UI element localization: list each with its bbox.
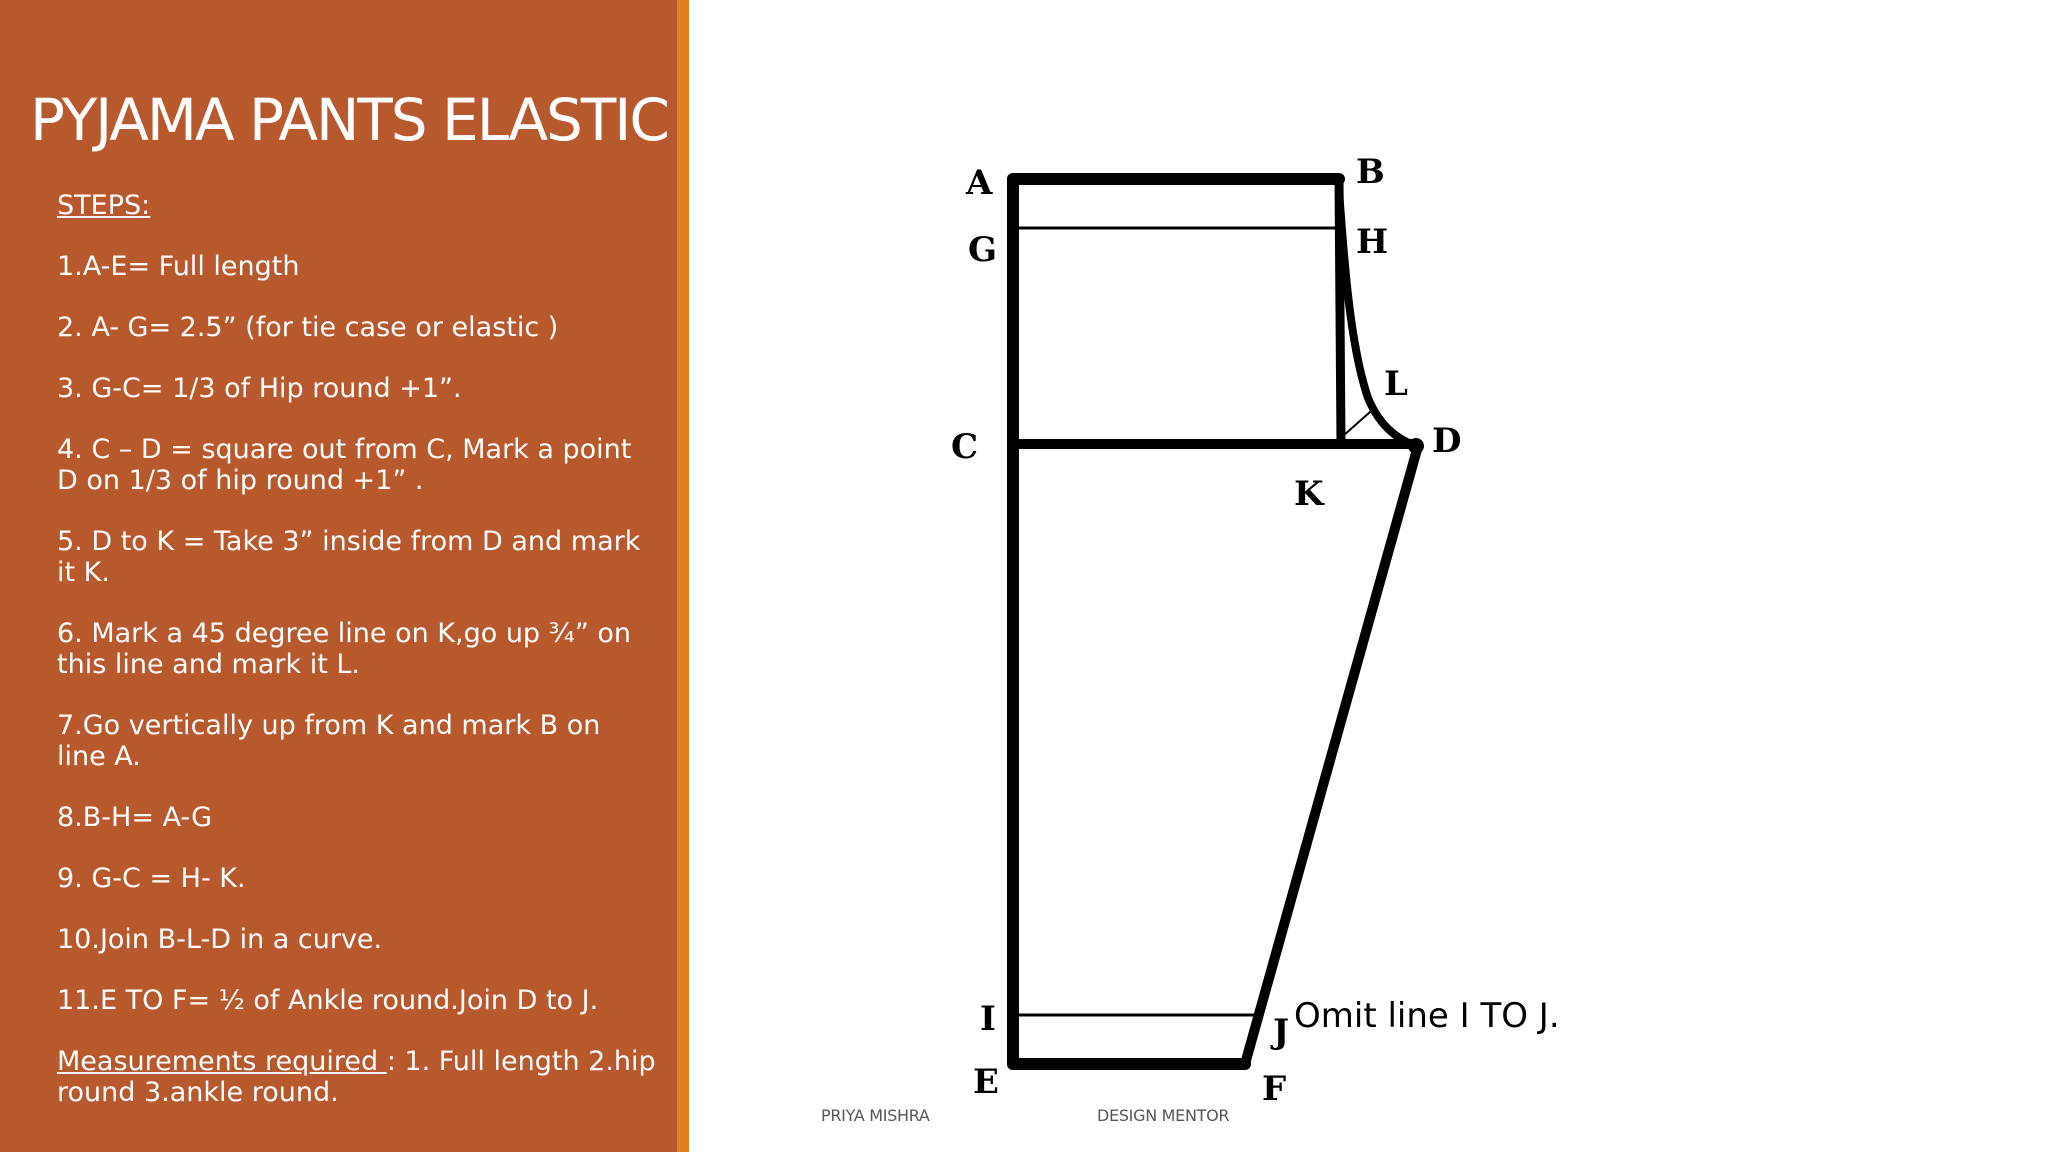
step-2: 2. A- G= 2.5” (for tie case or elastic ) (57, 312, 559, 343)
label-j: J (1270, 1012, 1289, 1052)
step-1: 1.A-E= Full length (57, 251, 300, 282)
left-panel (0, 0, 687, 1152)
label-d: D (1432, 421, 1461, 461)
label-i: I (980, 999, 996, 1039)
label-e: E (973, 1062, 999, 1102)
step-9: 9. G-C = H- K. (57, 863, 246, 894)
point-d (1408, 438, 1424, 454)
step-3: 3. G-C= 1/3 of Hip round +1”. (57, 373, 462, 404)
curve-b-l-d (1335, 186, 1419, 450)
steps-block: STEPS: 1.A-E= Full length 2. A- G= 2.5” … (57, 190, 657, 1108)
step-6: 6. Mark a 45 degree line on K,go up ¾” o… (57, 618, 632, 680)
omit-note: Omit line I TO J. (1294, 996, 1560, 1036)
label-l: L (1384, 364, 1408, 404)
step-8: 8.B-H= A-G (57, 802, 213, 833)
label-h: H (1356, 222, 1388, 262)
footer-role: DESIGN MENTOR (1097, 1106, 1230, 1125)
label-g: G (968, 230, 997, 270)
measurements-required: Measurements required : 1. Full length 2… (57, 1046, 657, 1108)
line-k-l (1342, 411, 1371, 437)
slide-title: PYJAMA PANTS ELASTIC (30, 86, 670, 154)
label-a: A (965, 163, 993, 203)
footer-author: PRIYA MISHRA (821, 1106, 930, 1125)
step-5: 5. D to K = Take 3” inside from D and ma… (57, 526, 641, 588)
step-7: 7.Go vertically up from K and mark B on … (57, 710, 601, 772)
label-k: K (1294, 474, 1325, 514)
accent-bar (677, 0, 689, 1152)
measurements-text: : 1. Full length 2.hip round 3.ankle rou… (57, 1046, 656, 1108)
step-11: 11.E TO F= ½ of Ankle round.Join D to J. (57, 985, 599, 1016)
measurements-label: Measurements required (57, 1046, 387, 1077)
label-c: C (951, 427, 978, 467)
label-b: B (1356, 152, 1385, 192)
line-d-f (1240, 441, 1423, 1069)
label-f: F (1262, 1069, 1286, 1109)
step-10: 10.Join B-L-D in a curve. (57, 924, 383, 955)
step-4: 4. C – D = square out from C, Mark a poi… (57, 434, 632, 496)
steps-heading: STEPS: (57, 190, 151, 221)
